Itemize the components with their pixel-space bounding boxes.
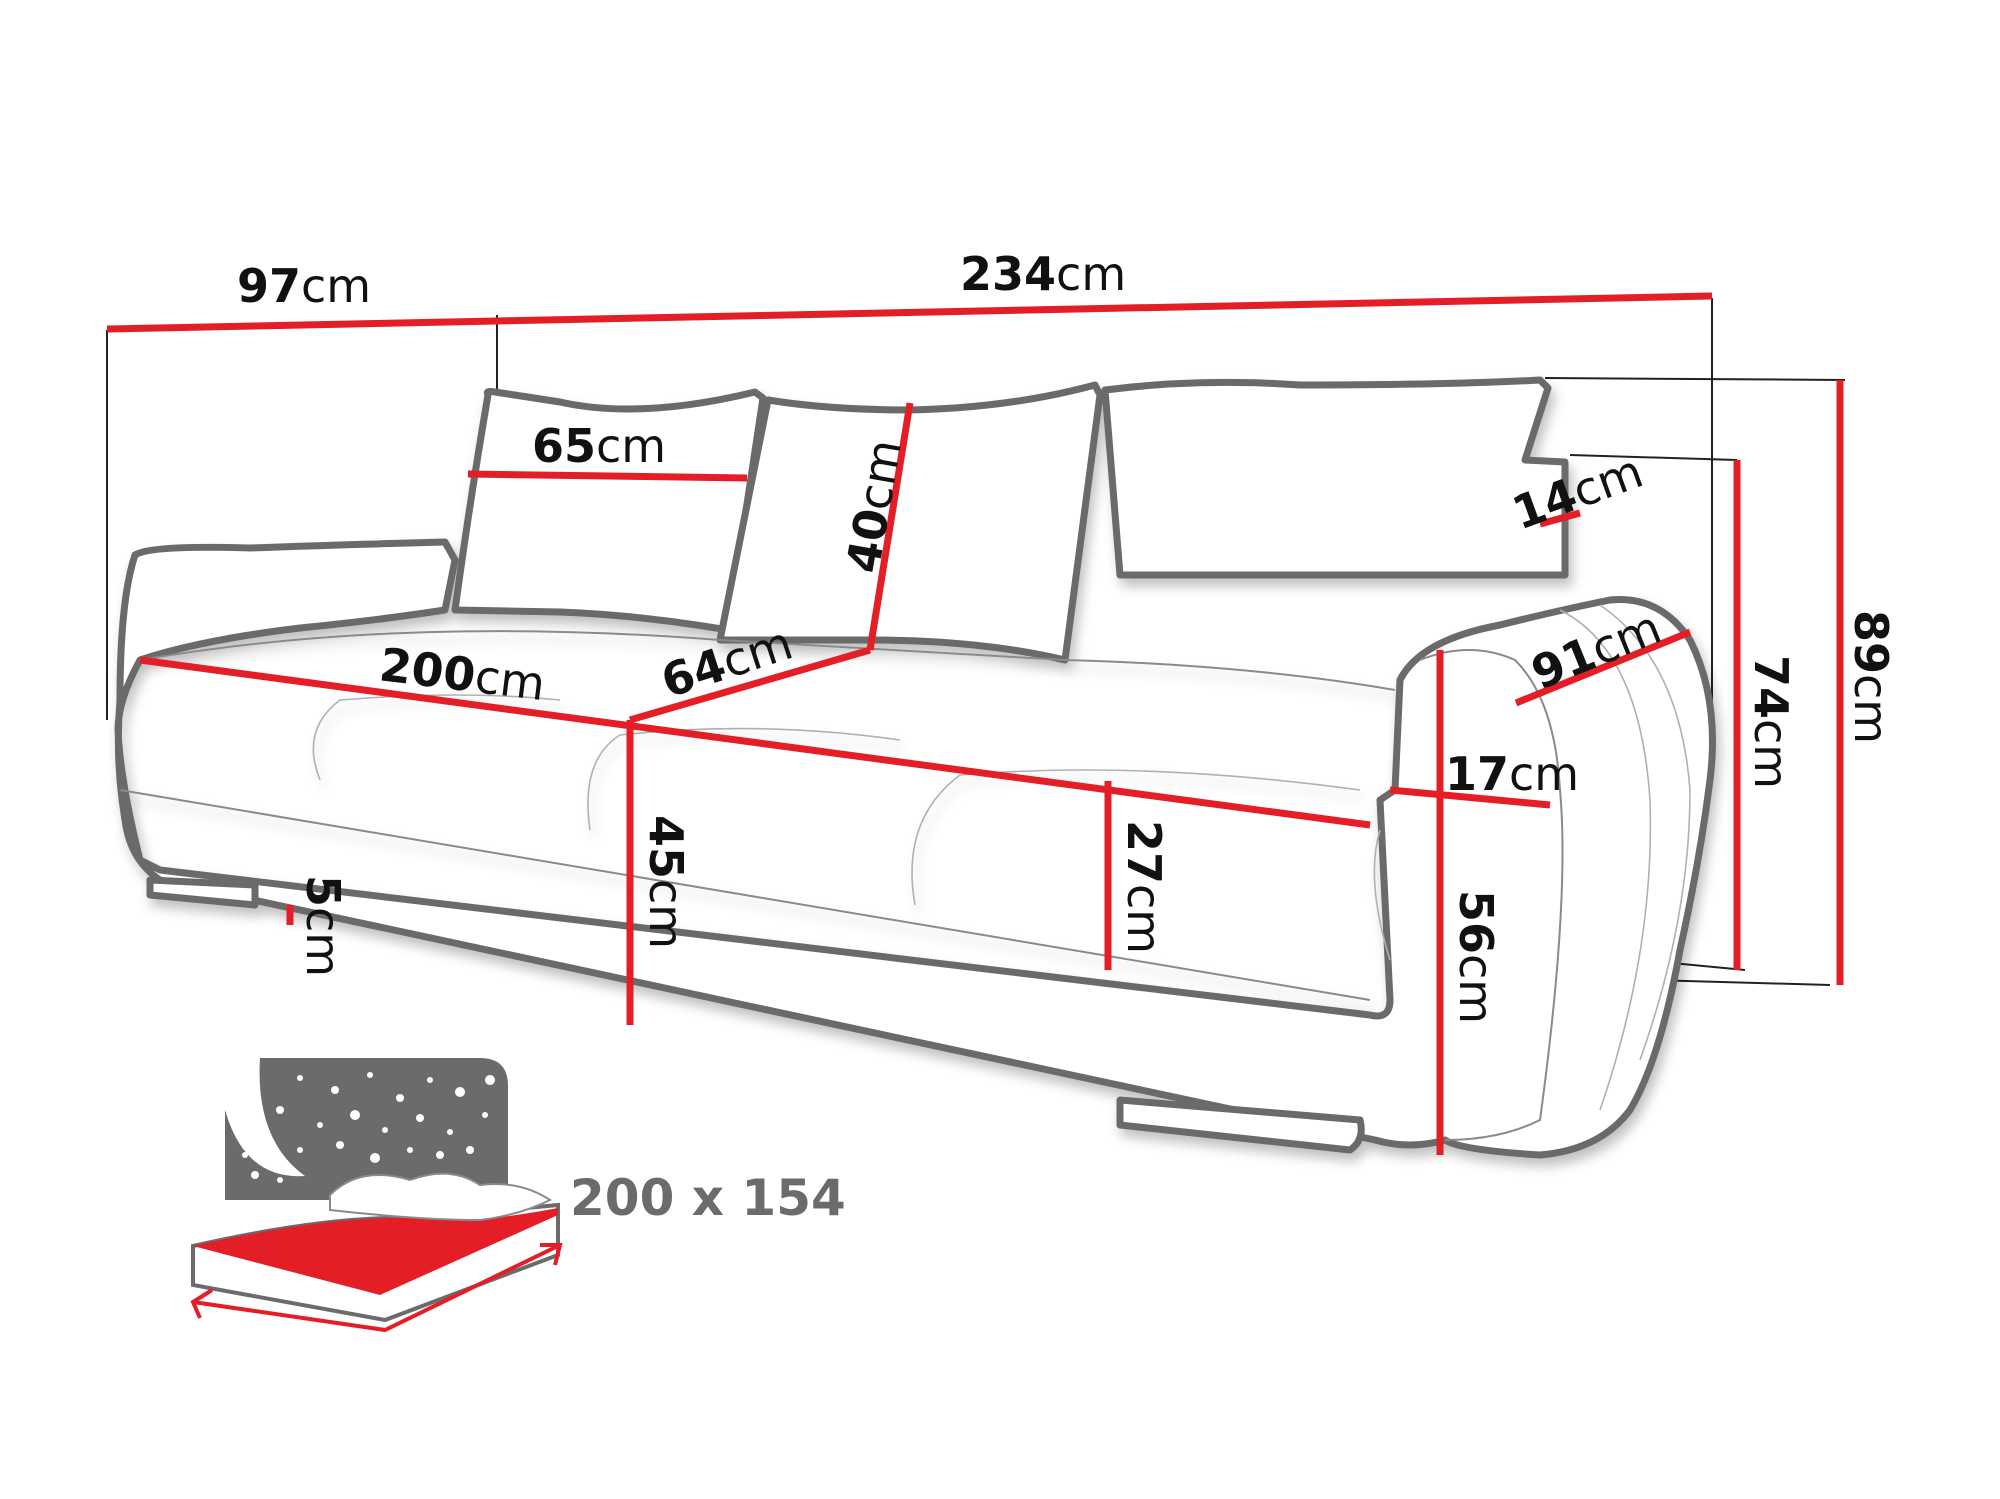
sofa-drawing [114,376,1716,1159]
label-cushion-height: 40cm [836,435,912,576]
label-seat-width: 200cm [377,637,548,711]
label-armrest-height: 56cm [1449,890,1503,1024]
label-storage-height: 27cm [1117,820,1171,954]
label-height-back: 74cm [1744,655,1798,789]
label-cushion-width: 65cm [532,419,666,473]
label-depth-total: 97cm [237,259,371,313]
back-cushion-middle [716,381,1104,664]
seat-cushion-top [139,630,1396,691]
sofa-body [114,538,1716,1159]
sleeping-area-label: 200 x 154 [570,1169,846,1227]
back-cushion-right [1101,376,1569,579]
bed-night-icon [190,1058,563,1333]
right-armrest-face [1419,649,1564,1141]
label-width-total: 234cm [960,247,1126,301]
seat-front-edge [119,789,1371,1001]
leg-left [146,876,259,909]
back-cushion-left [451,387,767,634]
label-height-total: 89cm [1844,610,1898,744]
leg-right [1116,1096,1365,1154]
label-armrest-width: 17cm [1445,747,1579,801]
label-seat-height: 45cm [639,815,693,949]
dimension-lines [106,292,1844,1155]
label-leg-height: 5cm [296,875,350,977]
